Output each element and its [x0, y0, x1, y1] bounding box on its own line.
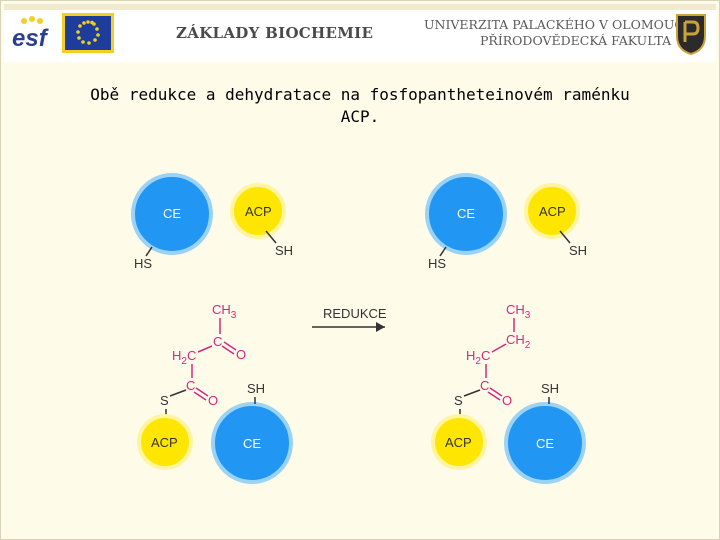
bond-hs	[145, 246, 153, 257]
ch3-label: CH3	[212, 302, 237, 321]
ce-sphere-bottom-right	[504, 402, 586, 484]
sh-label: SH	[247, 381, 265, 396]
s-label: S	[160, 393, 169, 408]
hs-label: HS	[134, 256, 152, 271]
h2c-label: H2C	[172, 348, 196, 367]
sh-label: SH	[275, 243, 293, 258]
course-title: ZÁKLADY BIOCHEMIE	[176, 24, 374, 42]
h2c-label: H2C	[466, 348, 490, 367]
ce-label: CE	[457, 206, 475, 221]
bond-sh	[265, 230, 277, 244]
c-label: C	[480, 378, 489, 393]
university-name: UNIVERZITA PALACKÉHO V OLOMOUCI	[424, 17, 689, 32]
acp-label: ACP	[445, 435, 472, 450]
acp-label: ACP	[539, 204, 566, 219]
acp-label: ACP	[245, 204, 272, 219]
header-band	[4, 4, 716, 10]
acp-label: ACP	[151, 435, 178, 450]
sh-label: SH	[541, 381, 559, 396]
ce-sphere-top-left	[131, 173, 213, 255]
eu-flag-icon	[62, 13, 114, 53]
o-label: O	[208, 393, 218, 408]
ch2-label: CH2	[506, 332, 531, 351]
ce-sphere-bottom-left	[211, 402, 293, 484]
university-crest-icon	[676, 14, 706, 56]
c-label: C	[213, 334, 222, 349]
ch3-label: CH3	[506, 302, 531, 321]
hs-label: HS	[428, 256, 446, 271]
ce-label: CE	[536, 436, 554, 451]
sh-label: SH	[569, 243, 587, 258]
acp-sphere-top-right	[524, 183, 580, 239]
substrate-chain-left: CH3 C O H2C C O S	[160, 302, 246, 420]
acp-sphere-bottom-right	[431, 414, 487, 470]
faculty-name: PŘÍRODOVĚDECKÁ FAKULTA	[480, 33, 672, 48]
arrow-head-icon	[376, 322, 385, 332]
reduction-arrow-label: REDUKCE	[323, 306, 387, 321]
o-label: O	[236, 347, 246, 362]
ce-label: CE	[243, 436, 261, 451]
slide-title-line1: Obě redukce a dehydratace na fosfopanthe…	[90, 85, 630, 104]
slide-title: Obě redukce a dehydratace na fosfopanthe…	[40, 84, 680, 128]
acp-sphere-bottom-left	[137, 414, 193, 470]
acp-sphere-top-left	[230, 183, 286, 239]
ce-label: CE	[163, 206, 181, 221]
esf-logo: esf	[10, 13, 56, 53]
substrate-chain-right: CH3 CH2 H2C C O S	[454, 302, 531, 420]
o-label: O	[502, 393, 512, 408]
header-banner: esf ZÁKLADY BIOCHEMIE UNIVERZITA PALACKÉ…	[4, 4, 716, 62]
c-label: C	[186, 378, 195, 393]
esf-logo-text: esf	[12, 25, 49, 52]
s-label: S	[454, 393, 463, 408]
slide-title-line2: ACP.	[340, 107, 380, 126]
ce-sphere-top-right	[425, 173, 507, 255]
